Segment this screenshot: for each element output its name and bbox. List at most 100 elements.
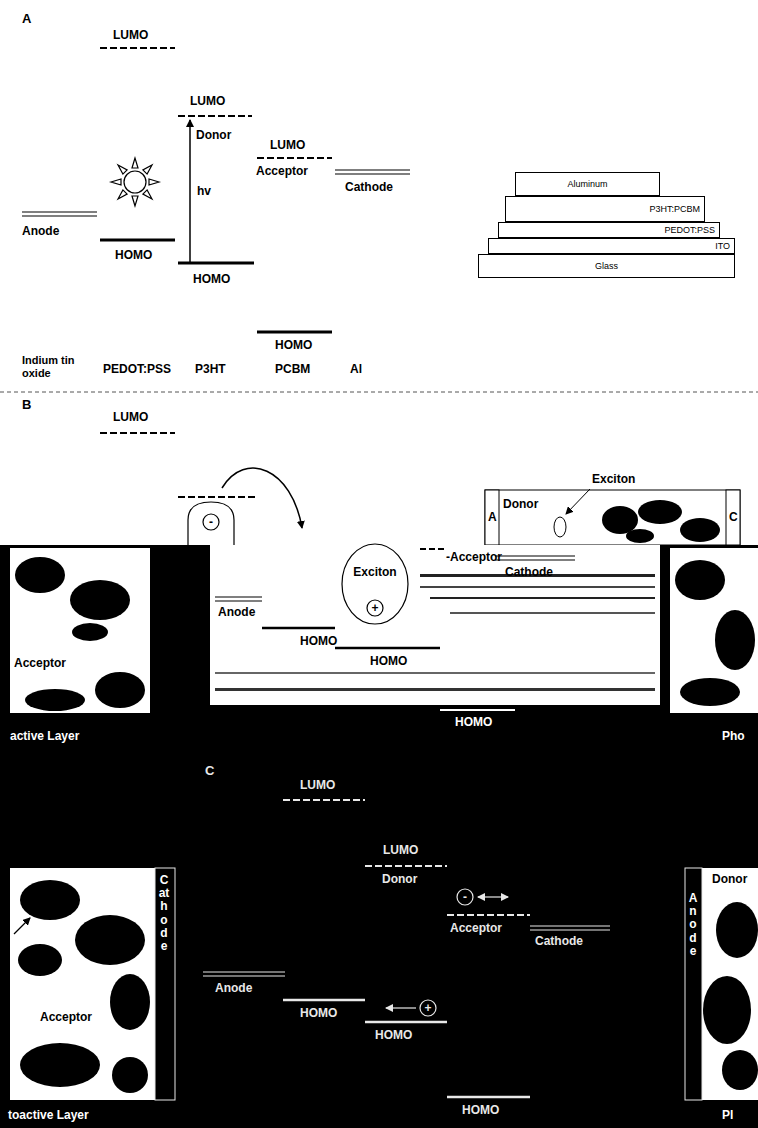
- acceptor-blob: [626, 529, 654, 543]
- level-label: LUMO: [113, 28, 148, 42]
- level-label: Anode: [22, 224, 59, 238]
- lumo-level: [283, 799, 365, 801]
- acceptor-blob: [703, 976, 751, 1044]
- layer-name: P3HT:PCBM: [649, 204, 700, 214]
- pointer-arrow: [14, 918, 30, 934]
- level-label: active Layer: [10, 729, 79, 743]
- sun-ray: [143, 190, 152, 199]
- acceptor-blob: [72, 623, 108, 641]
- homo-level: [257, 331, 332, 334]
- electron-circle: [203, 514, 219, 530]
- level-label: Donor: [196, 128, 231, 142]
- sun-ray: [111, 179, 121, 185]
- level-label: HOMO: [300, 634, 337, 648]
- anode-strip: [485, 490, 499, 545]
- level-label: +: [371, 601, 378, 615]
- level-label: C: [729, 510, 738, 524]
- lumo-level: [178, 115, 252, 117]
- cathode-level: [335, 173, 410, 174]
- layer-box: ITO: [488, 238, 735, 254]
- hole-circle: [420, 1000, 436, 1016]
- level-label: toactive Layer: [8, 1108, 89, 1122]
- cathode-level: [335, 169, 410, 170]
- level-label: HOMO: [193, 272, 230, 286]
- active-layer: [670, 548, 758, 713]
- cathode-level: [495, 555, 575, 556]
- cathode-level: [530, 929, 610, 930]
- acceptor-blob: [70, 580, 130, 620]
- homo-level: [440, 709, 515, 711]
- sun-ray: [118, 190, 127, 199]
- level-label: Anode: [687, 892, 699, 958]
- layer-name: Aluminum: [567, 179, 607, 189]
- level-label: LUMO: [113, 410, 148, 424]
- transport-arrow: [478, 896, 508, 897]
- morphology-sketch: [485, 489, 740, 545]
- level-label: Acceptor: [450, 921, 502, 935]
- acceptor-blob: [680, 678, 740, 706]
- level-label: -: [463, 890, 467, 904]
- level-label: Acceptor: [256, 164, 308, 178]
- layer-box: Glass: [478, 254, 735, 278]
- anode-level: [22, 211, 97, 212]
- level-label: Anode: [215, 981, 252, 995]
- acceptor-blob: [602, 506, 638, 534]
- acceptor-blob: [25, 689, 85, 711]
- acceptor-blob: [75, 915, 145, 965]
- glitch-bands: [215, 574, 655, 691]
- layer-name: PEDOT:PSS: [664, 225, 715, 235]
- level-label: A: [22, 12, 31, 26]
- level-label: LUMO: [190, 94, 225, 108]
- cathode-level: [530, 925, 610, 926]
- glitch-band: [450, 612, 655, 614]
- level-label: HOMO: [462, 1103, 499, 1117]
- active-layer: [10, 868, 155, 1100]
- morphology-sketch: [10, 548, 758, 713]
- sun-ray: [132, 158, 138, 168]
- homo-level: [365, 1021, 447, 1024]
- level-label: Exciton: [353, 565, 396, 579]
- level-label: +: [424, 1001, 431, 1015]
- level-label: P3HT: [195, 362, 226, 376]
- acceptor-blob: [715, 610, 755, 670]
- excitation-arrow: [189, 120, 191, 262]
- anode-strip: [685, 868, 702, 1100]
- panel-c-levels: [203, 800, 610, 1097]
- lumo-level: [100, 432, 175, 434]
- cathode-level: [495, 559, 575, 560]
- active-layer: [485, 490, 740, 545]
- layer-name: ITO: [715, 241, 730, 251]
- level-label: HOMO: [300, 1006, 337, 1020]
- level-label: Acceptor: [40, 1010, 92, 1024]
- dark-band: [0, 545, 758, 750]
- diagram-panel: [210, 545, 660, 705]
- homo-level: [335, 647, 440, 650]
- leader-line: [566, 489, 590, 514]
- acceptor-blob: [110, 974, 150, 1030]
- exciton-outline: [188, 502, 234, 545]
- level-label: Pho: [722, 729, 745, 743]
- electron-circle: [457, 889, 473, 905]
- transport-arrow: [386, 1007, 416, 1008]
- anode-level: [215, 596, 262, 597]
- hole-circle: [367, 600, 383, 616]
- lumo-level: [100, 47, 175, 49]
- cathode-strip: [155, 868, 175, 1100]
- glitch-band: [215, 688, 655, 691]
- level-label: LUMO: [300, 778, 335, 792]
- acceptor-blob: [20, 880, 80, 920]
- panel-b-levels: [100, 433, 302, 545]
- acceptor-blob: [112, 1057, 148, 1093]
- homo-level: [447, 1096, 530, 1099]
- layer-box: P3HT:PCBM: [505, 196, 705, 222]
- glitch-band: [420, 586, 655, 588]
- level-label: HOMO: [455, 715, 492, 729]
- level-label: HOMO: [370, 654, 407, 668]
- level-label: PCBM: [275, 362, 310, 376]
- level-label: Cathode: [535, 934, 583, 948]
- level-label: Cathode: [345, 180, 393, 194]
- level-label: B: [22, 398, 31, 412]
- panel-b-levels-lower: [215, 544, 575, 648]
- acceptor-blob: [18, 944, 62, 976]
- level-label: hv: [197, 184, 211, 198]
